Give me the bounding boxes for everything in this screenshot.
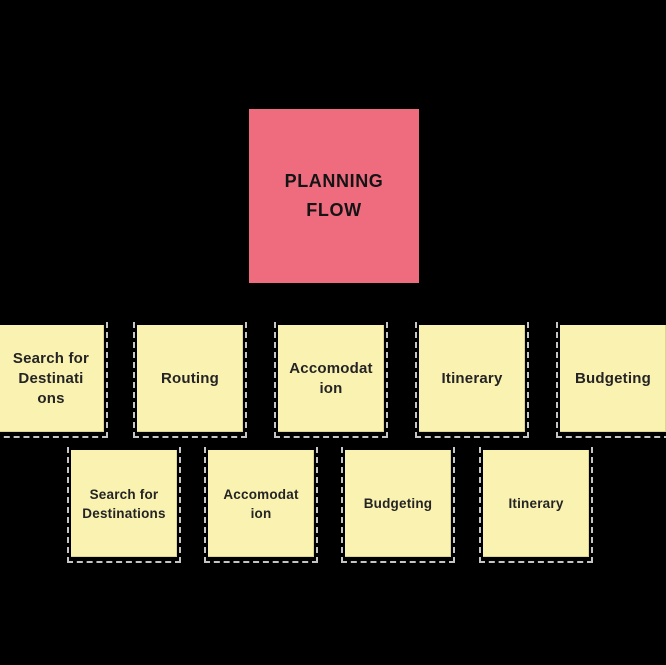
sticky-note-label: Itinerary xyxy=(508,496,564,511)
sticky-note-label: Accomodat ion xyxy=(289,359,373,397)
sticky-note-label: Budgeting xyxy=(363,496,433,511)
planning-flow-card[interactable]: PLANNING FLOW xyxy=(249,109,419,283)
sticky-note-search-for-destinations[interactable]: Search for Destinati ons xyxy=(0,322,108,438)
sticky-note-label: Budgeting xyxy=(575,369,651,387)
sticky-note-budgeting[interactable]: Budgeting xyxy=(556,322,666,438)
sticky-note-label: Itinerary xyxy=(441,369,503,387)
sticky-note-label: Search for Destinations xyxy=(82,486,166,521)
sticky-note-label: Routing xyxy=(160,369,220,387)
sticky-note-routing[interactable]: Routing xyxy=(133,322,247,438)
sticky-note-label: Accomodat ion xyxy=(223,486,299,521)
sticky-note-budgeting-2[interactable]: Budgeting xyxy=(341,447,455,563)
planning-flow-card-label: PLANNING FLOW xyxy=(284,171,384,220)
sticky-note-label: Search for Destinati ons xyxy=(12,349,90,407)
sticky-note-itinerary-2[interactable]: Itinerary xyxy=(479,447,593,563)
sticky-note-itinerary[interactable]: Itinerary xyxy=(415,322,529,438)
sticky-note-search-for-destinations-2[interactable]: Search for Destinations xyxy=(67,447,181,563)
sticky-note-accomodation[interactable]: Accomodat ion xyxy=(274,322,388,438)
sticky-note-accomodation-2[interactable]: Accomodat ion xyxy=(204,447,318,563)
